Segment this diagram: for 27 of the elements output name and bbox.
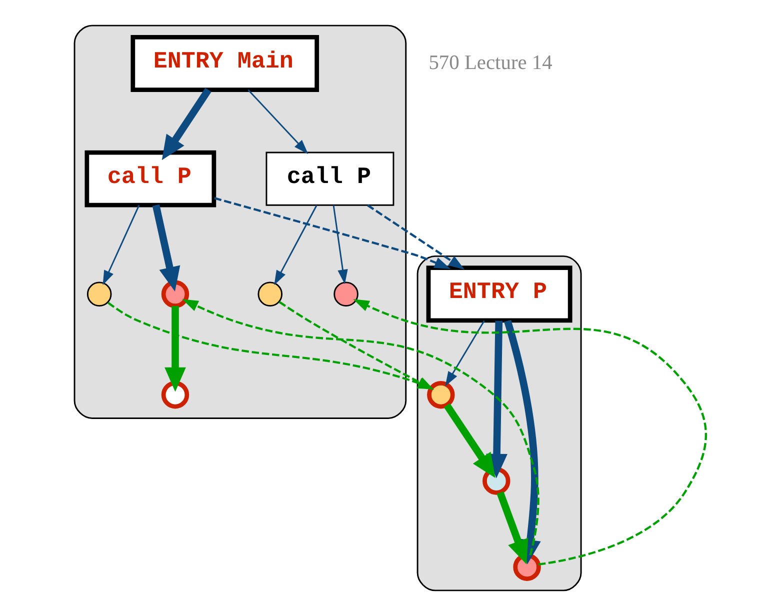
arrow <box>247 89 308 154</box>
node-box: ENTRY Main <box>130 35 319 92</box>
arrow <box>182 299 539 556</box>
node-circle <box>160 380 189 409</box>
node-circle <box>257 282 282 307</box>
arrow <box>366 204 464 270</box>
arrow <box>102 204 140 286</box>
node-circle <box>482 467 510 495</box>
node-box: ENTRY P <box>426 266 572 323</box>
node-box: call P <box>84 150 216 208</box>
arrow <box>164 306 186 392</box>
arrow <box>486 320 507 478</box>
arrow <box>496 491 528 564</box>
node-circle <box>512 553 540 581</box>
node-circle <box>86 282 112 307</box>
arrow <box>444 320 484 386</box>
label: 570 Lecture 14 <box>428 52 552 74</box>
node-circle <box>426 380 454 409</box>
node-circle <box>333 282 358 307</box>
arrow <box>332 205 348 284</box>
cluster <box>73 24 406 419</box>
node-box: call P <box>265 152 394 206</box>
arrow <box>274 204 317 286</box>
node-circle <box>160 280 189 308</box>
arrow <box>214 197 450 270</box>
arrow <box>152 204 180 292</box>
arrow <box>161 88 211 160</box>
